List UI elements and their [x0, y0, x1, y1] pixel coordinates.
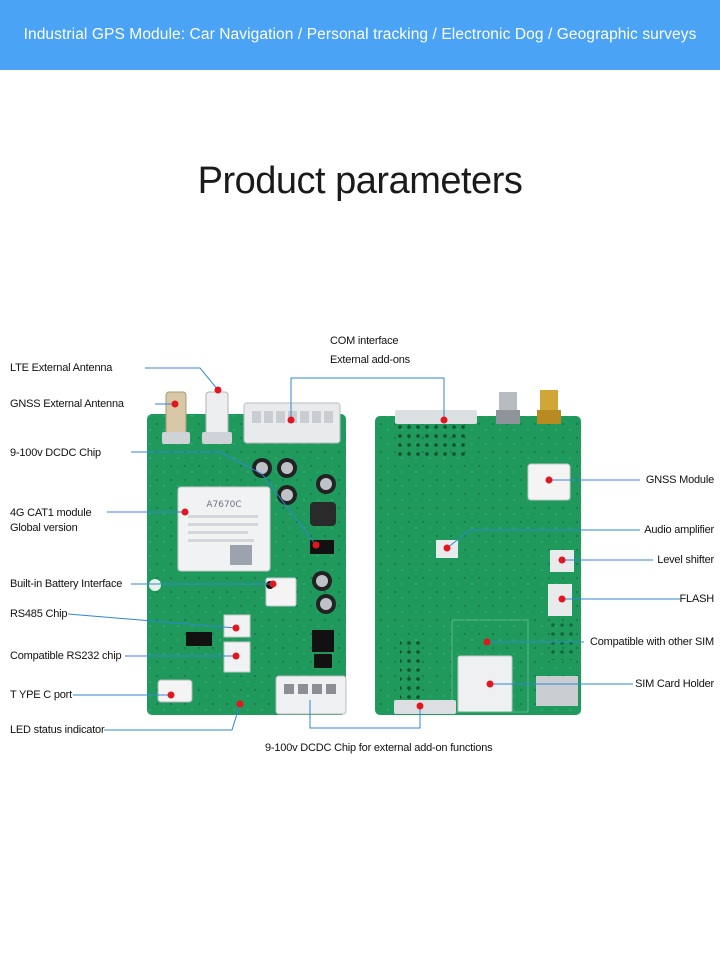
label-gnss-module: GNSS Module — [645, 474, 714, 486]
back-board — [375, 390, 581, 715]
label-com-interface: COM interface — [330, 335, 399, 347]
sma-connectors — [496, 390, 561, 424]
label-compatible-sim: Compatible with other SIM — [590, 636, 714, 648]
label-battery-interface: Built-in Battery Interface — [10, 578, 123, 590]
label-rs232: Compatible RS232 chip — [10, 650, 122, 662]
page-title: Product parameters — [197, 160, 523, 202]
capacitors — [252, 458, 336, 614]
top-banner: Industrial GPS Module: Car Navigation / … — [0, 0, 720, 70]
typec-port — [157, 679, 193, 703]
label-level-shifter: Level shifter — [657, 554, 714, 566]
label-dcdc-chip: 9-100v DCDC Chip — [10, 447, 101, 459]
front-board: A7670C — [147, 391, 347, 715]
label-global-version: Global version — [10, 522, 78, 534]
module-marking: A7670C — [206, 500, 241, 510]
banner-text: Industrial GPS Module: Car Navigation / … — [23, 26, 697, 43]
label-lte-antenna: LTE External Antenna — [10, 362, 113, 374]
label-audio-amp: Audio amplifier — [644, 524, 714, 536]
label-external-addons: External add-ons — [330, 354, 410, 366]
label-gnss-antenna: GNSS External Antenna — [10, 398, 124, 410]
leader-lines — [67, 367, 680, 731]
label-flash: FLASH — [679, 593, 715, 605]
inductor — [310, 502, 336, 526]
marker-dots — [167, 386, 566, 710]
label-sim-holder: SIM Card Holder — [635, 678, 714, 690]
label-dcdc-external: 9-100v DCDC Chip for external add-on fun… — [265, 742, 493, 754]
label-typec: T YPE C port — [10, 689, 72, 701]
label-rs485: RS485 Chip — [10, 608, 68, 620]
label-led: LED status indicator — [10, 724, 105, 736]
addon-connector — [275, 675, 347, 715]
label-cat1-module: 4G CAT1 module — [10, 507, 92, 519]
